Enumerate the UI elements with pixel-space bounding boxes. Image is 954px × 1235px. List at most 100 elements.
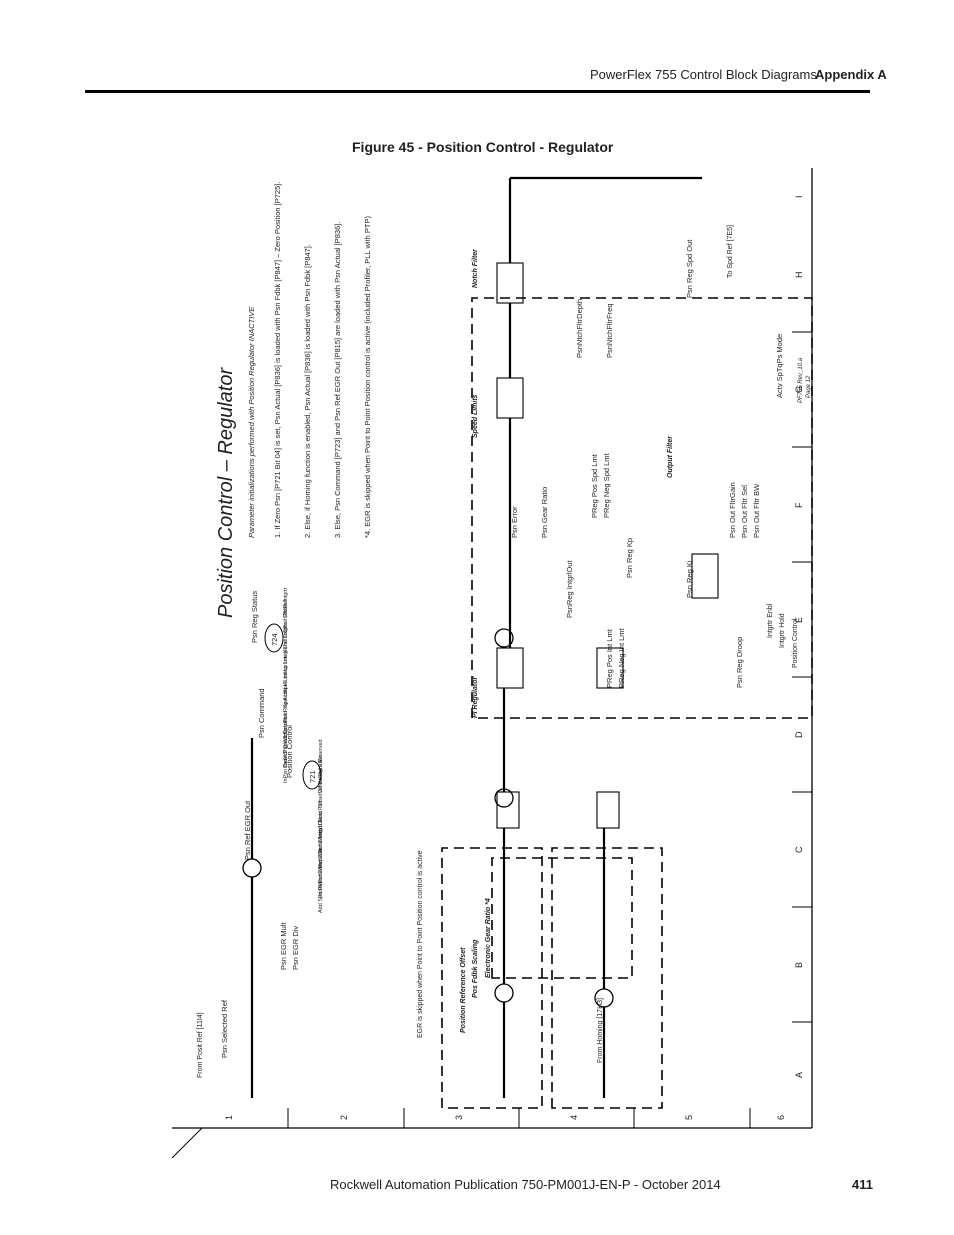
- grid-row-5: 5: [684, 1115, 694, 1120]
- figure-caption: Figure 45 - Position Control - Regulator: [352, 139, 614, 155]
- label-p848: Psn Gear Ratio: [540, 487, 549, 538]
- column-ticks: [792, 331, 812, 1023]
- note-3: 3. Else, Psn Command [P723] and Psn Ref …: [333, 222, 342, 538]
- init-heading: Parameter initializations performed with…: [247, 306, 256, 538]
- pi-region: [471, 297, 813, 719]
- section-egr: Electronic Gear Ratio *4: [485, 898, 492, 978]
- sum-junction-fdbk: [494, 983, 514, 1003]
- label-to-spd-ref: To Spd Ref [7E5]: [727, 225, 734, 278]
- block-diagram: A B C D E F G H I 1 2 3 4 5 6 Position C…: [171, 168, 822, 1163]
- label-p833: Psn Out FltrGain: [728, 482, 737, 538]
- ps-bit-9: PsnW1 Detect: [283, 717, 289, 753]
- header-rule: [85, 90, 870, 93]
- revision-label: PF755 Rev_10.a: [798, 357, 804, 403]
- grid-col-f: F: [794, 502, 804, 508]
- rotated-diagram: A B C D E F G H I 1 2 3 4 5 6 Position C…: [171, 168, 813, 1159]
- pc-bit-8: PsnWatch2Dir: [318, 848, 324, 883]
- label-p842: PsnReg IntgrlOut: [565, 560, 574, 618]
- row-ticks: [287, 1108, 751, 1128]
- misc-labels: From Posit Ref [11I4] From Homing [17H3]…: [197, 225, 799, 1078]
- ps-bit-10: PsnW2 Detect: [283, 732, 289, 768]
- pc-bit-9: PsnWatch2Arm: [318, 860, 324, 898]
- label-p838: Psn Reg Ki: [685, 560, 694, 598]
- ps-bit-7: Psn Reg Actv: [283, 690, 289, 723]
- label-intgrtr-hold: Intgrtr Hold: [779, 613, 786, 648]
- psn-status-param: 724: [270, 633, 279, 646]
- section-notch: Notch Filter: [472, 248, 479, 288]
- diagram-svg: A B C D E F G H I 1 2 3 4 5 6 Position C…: [171, 168, 813, 1159]
- grid-row-2: 2: [339, 1115, 349, 1120]
- label-p722: Psn Selected Ref: [220, 999, 229, 1058]
- ps-bit-8: Intgrtr Hold: [283, 711, 289, 738]
- label-p831: PsnNtchFltrDepth: [575, 299, 584, 358]
- label-p835: Psn Error: [510, 506, 519, 538]
- grid-col-i: I: [794, 195, 804, 198]
- grid-col-b: B: [794, 962, 804, 968]
- label-p817: Psn EGR Div: [291, 926, 300, 970]
- label-from-homing: From Homing [17H3]: [597, 998, 604, 1063]
- notch-block: [496, 262, 524, 304]
- label-p313: Actv SpTqPs Mode: [775, 334, 784, 398]
- pc-bit-2: Offset Ref En: [318, 760, 324, 793]
- running-header-appendix: Appendix A: [815, 67, 887, 82]
- note-4: *4. EGR is skipped when Point to Point P…: [363, 216, 372, 538]
- flow-lines: [250, 176, 702, 1098]
- label-from-posit-ref: From Posit Ref [11I4]: [197, 1012, 204, 1078]
- grid-col-a: A: [794, 1072, 804, 1078]
- grid-col-e: E: [794, 617, 804, 623]
- label-p841: PReg Neg Int Lmt: [617, 627, 626, 688]
- i-gain-block: [596, 647, 624, 689]
- label-p845: PReg Neg Spd Lmt: [602, 452, 611, 518]
- egr-region: [491, 857, 633, 979]
- ps-bit-6: Spd Lmt Hi: [283, 681, 289, 708]
- label-p832: Psn Out Fltr Sel: [740, 485, 749, 538]
- fdbk-region: [551, 847, 663, 1109]
- p-gain-block: [496, 647, 524, 689]
- pc-bit-0: Reserved: [318, 739, 324, 763]
- note-2: 2. Else, if Homing function is enabled, …: [303, 244, 312, 538]
- calib-const-block: [496, 791, 520, 829]
- label-p830: PsnNtchFltrFreq: [605, 303, 614, 358]
- diagram-title: Position Control – Regulator: [215, 367, 237, 618]
- ps-bit-2: Psn Intgrtr: [283, 622, 289, 648]
- offset-region: [441, 847, 543, 1109]
- pc-bit-1: Intgrtr En: [318, 755, 324, 778]
- pc-bit-10: Add Spd Ref: [318, 881, 324, 913]
- param-bubble-724: [264, 623, 284, 653]
- grid-col-d: D: [794, 731, 804, 738]
- limit-block: [496, 377, 524, 419]
- label-p723: Psn Command: [257, 688, 266, 738]
- running-header-title: PowerFlex 755 Control Block Diagrams: [590, 67, 817, 82]
- psn-control-param: 721: [308, 770, 317, 783]
- label-p840: PReg Pos Int Lmt: [605, 628, 614, 688]
- label-p843: Psn Reg Spd Out: [685, 239, 694, 298]
- section-pfs: Pos Fdbk Scaling: [472, 939, 479, 998]
- psn-status-bits: Offset Intgrtr Offset RefRef Psn Intgrtr…: [283, 587, 289, 783]
- pc-bit-6: PsnWatch1Dir: [318, 818, 324, 853]
- ps-bit-3: Integ Lmt Lo: [283, 632, 289, 663]
- label-p816: Psn EGR Mult: [279, 922, 288, 970]
- ps-bit-11: InPsn Detect: [283, 751, 289, 783]
- grid-col-g: G: [794, 386, 804, 393]
- grid-row-3: 3: [454, 1115, 464, 1120]
- section-pi: PI Regulator: [472, 675, 479, 718]
- pc-bit-4: Zero Psn: [318, 801, 324, 823]
- lead-lag-block: [691, 553, 719, 599]
- section-speed-limits: Speed Limits: [472, 394, 479, 438]
- grid-row-4: 4: [569, 1115, 579, 1120]
- sum-junction-egr: [242, 858, 262, 878]
- grid-col-c: C: [794, 846, 804, 853]
- psn-control-title: Position Control: [285, 725, 294, 778]
- psn-status-title: Psn Reg Status: [250, 591, 259, 643]
- label-p844: PReg Pos Spd Lmt: [590, 453, 599, 518]
- psn-control-bits: Reserved Intgrtr En Offset Ref En Offset…: [318, 739, 324, 913]
- pc-bit-3: OffsetVel En: [318, 778, 324, 808]
- dashed-regions: [441, 297, 813, 1109]
- page-number: 411: [852, 1177, 873, 1192]
- grid-row-6: 6: [776, 1115, 786, 1120]
- label-egr-box: EGR is skipped when Point to Point Posit…: [417, 850, 424, 1038]
- param-labels: Psn Ref EGR Out Psn Command Psn Selected…: [220, 239, 784, 1058]
- note-1: 1. If Zero Psn [P721 Bit 04] is set, Psn…: [273, 182, 282, 538]
- row-numbers: 1 2 3 4 5 6: [224, 1115, 786, 1120]
- ps-bit-0: Offset Intgrtr: [283, 587, 289, 618]
